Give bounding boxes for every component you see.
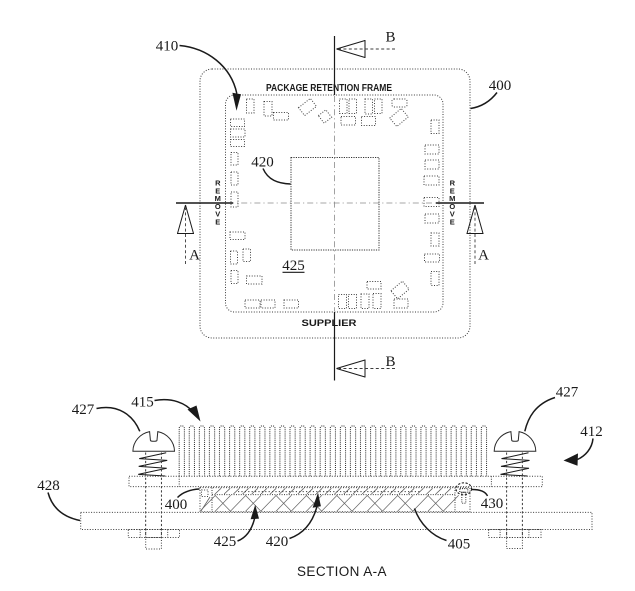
svg-text:410: 410 bbox=[156, 39, 179, 55]
svg-text:M: M bbox=[215, 194, 221, 203]
svg-text:E: E bbox=[450, 218, 455, 227]
svg-text:420: 420 bbox=[266, 534, 289, 550]
svg-text:A: A bbox=[478, 248, 489, 264]
svg-text:E: E bbox=[215, 186, 220, 195]
svg-text:412: 412 bbox=[580, 424, 603, 440]
svg-text:O: O bbox=[449, 202, 455, 211]
svg-text:400: 400 bbox=[165, 497, 188, 513]
svg-text:420: 420 bbox=[251, 155, 274, 171]
svg-text:PACKAGE RETENTION FRAME: PACKAGE RETENTION FRAME bbox=[266, 83, 392, 94]
svg-text:E: E bbox=[215, 218, 220, 227]
svg-text:SUPPLIER: SUPPLIER bbox=[302, 318, 357, 329]
svg-text:405: 405 bbox=[448, 537, 471, 553]
svg-text:427: 427 bbox=[556, 385, 579, 401]
svg-text:A: A bbox=[189, 248, 200, 264]
svg-text:425: 425 bbox=[282, 258, 305, 274]
svg-text:R: R bbox=[450, 179, 456, 188]
svg-text:SECTION A-A: SECTION A-A bbox=[297, 564, 387, 579]
svg-text:V: V bbox=[215, 210, 220, 219]
svg-text:R: R bbox=[215, 179, 221, 188]
svg-text:425: 425 bbox=[214, 534, 237, 550]
svg-text:M: M bbox=[449, 194, 455, 203]
svg-text:E: E bbox=[450, 186, 455, 195]
svg-text:B: B bbox=[385, 354, 395, 370]
svg-text:428: 428 bbox=[37, 478, 60, 494]
svg-text:430: 430 bbox=[481, 496, 504, 512]
svg-text:427: 427 bbox=[72, 402, 95, 418]
svg-text:B: B bbox=[385, 30, 395, 46]
svg-text:400: 400 bbox=[489, 78, 512, 94]
svg-text:V: V bbox=[450, 210, 455, 219]
svg-text:O: O bbox=[215, 202, 221, 211]
svg-text:415: 415 bbox=[131, 395, 154, 411]
